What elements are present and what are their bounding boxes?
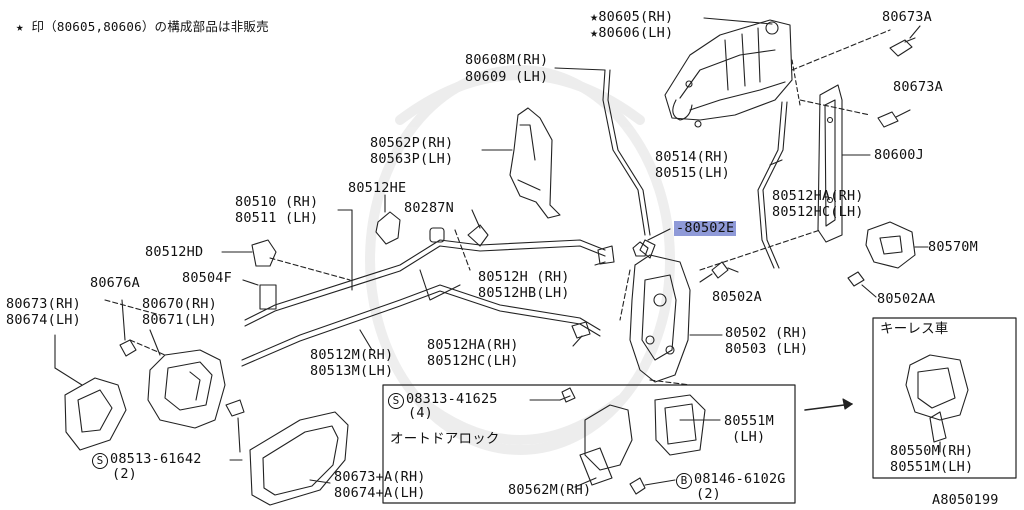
label-autolock: オートドアロック (390, 431, 500, 447)
block-80504F (259, 284, 277, 310)
diagram-id: A8050199 (932, 492, 999, 508)
clip-80676A (119, 339, 137, 357)
label-80673A-mid: 80673A (893, 79, 943, 95)
label-80608M: 80608M(RH) (465, 52, 549, 68)
label-08313-number: 08313-41625 (406, 391, 498, 407)
label-80600J: 80600J (874, 147, 924, 163)
nut-80502E (632, 241, 649, 257)
label-80563P: 80563P(LH) (370, 151, 454, 167)
label-80512M: 80512M(RH) (310, 347, 394, 363)
rod-80608M (602, 69, 651, 236)
label-08146-number: 08146-6102G (694, 471, 786, 487)
label-80502AA: 80502AA (877, 291, 936, 307)
label-80504F: 80504F (182, 270, 232, 286)
outside-handle-drawing (664, 17, 801, 128)
label-80551M: 80551M (724, 413, 774, 429)
long-rods (241, 239, 606, 367)
screw-80502A (699, 261, 729, 283)
rod-80514 (757, 101, 788, 269)
label-80550M: 80550M(RH) (890, 443, 974, 459)
label-80510: 80510 (RH) (235, 194, 319, 210)
b-mark-icon: B (676, 473, 692, 489)
inside-handle-drawing (147, 349, 226, 429)
label-80512HD: 80512HD (145, 244, 204, 260)
label-80562M: 80562M(RH) (508, 482, 592, 498)
clip-80512HD (251, 239, 277, 267)
label-80562P: 80562P(RH) (370, 135, 454, 151)
label-80514: 80514(RH) (655, 149, 730, 165)
label-80512H: 80512H (RH) (478, 269, 570, 285)
label-80502: 80502 (RH) (725, 325, 809, 341)
label-80515: 80515(LH) (655, 165, 730, 181)
parts-center-small (375, 211, 489, 247)
label-80673: 80673(RH) (6, 296, 81, 312)
label-80502A: 80502A (712, 289, 762, 305)
plate-80600J-drawing (817, 84, 843, 243)
clip-80512H (597, 245, 615, 265)
label-80605: ★80605(RH) (590, 9, 674, 25)
escutcheon-80673 (64, 377, 127, 451)
label-80609: 80609 (LH) (465, 69, 549, 85)
label-80287N: 80287N (404, 200, 454, 216)
arrow-to-keyless (804, 398, 853, 411)
label-80512HA-mid: 80512HA(RH) (427, 337, 519, 353)
footnote: ★ 印（80605,80606）の構成部品は非販売 (16, 19, 269, 34)
keyless-actuator-drawing (905, 354, 969, 443)
label-80502E-highlighted[interactable]: -80502E (674, 220, 737, 236)
autolock-box (382, 384, 796, 504)
label-08146-qty: (2) (696, 486, 721, 502)
label-80503: 80503 (LH) (725, 341, 809, 357)
bolts-80673A (877, 37, 916, 128)
label-80674: 80674(LH) (6, 312, 81, 328)
label-08513-qty: (2) (112, 466, 137, 482)
label-80670: 80670(RH) (142, 296, 217, 312)
label-80512HC-mid: 80512HC(LH) (427, 353, 519, 369)
label-08313-qty: (4) (408, 405, 433, 421)
label-80512HB: 80512HB(LH) (478, 285, 570, 301)
door-lock-drawing (629, 239, 691, 383)
label-80606: ★80606(LH) (590, 25, 674, 41)
label-80676A: 80676A (90, 275, 140, 291)
label-80674plus: 80674+A(LH) (334, 485, 426, 501)
s-mark-icon: S (92, 453, 108, 469)
label-08513-number: 08513-61642 (110, 451, 202, 467)
bracket-80562P (509, 107, 561, 219)
autolock-actuator-drawing (579, 394, 706, 486)
keyless-title: キーレス車 (880, 321, 949, 337)
label-80512HE: 80512HE (348, 180, 407, 196)
s-mark-icon: S (388, 393, 404, 409)
label-80512HA-top: 80512HA(RH) (772, 188, 864, 204)
bezel-80673plus (249, 411, 349, 506)
label-80513M: 80513M(LH) (310, 363, 394, 379)
striker-80570M (865, 221, 916, 269)
label-80511: 80511 (LH) (235, 210, 319, 226)
label-80551M-lh: (LH) (732, 429, 766, 445)
label-80671: 80671(LH) (142, 312, 217, 328)
label-80570M: 80570M (928, 239, 978, 255)
label-80673A-top: 80673A (882, 9, 932, 25)
label-80673plus: 80673+A(RH) (334, 469, 426, 485)
label-80512HC-top: 80512HC(LH) (772, 204, 864, 220)
leader-lines-top (791, 29, 891, 116)
label-80551M-keyless: 80551M(LH) (890, 459, 974, 475)
keyless-box (872, 317, 1017, 479)
screw-80502AA (847, 271, 865, 287)
